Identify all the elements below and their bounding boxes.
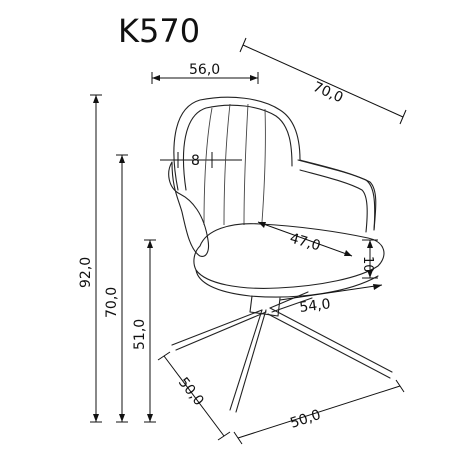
dimension-seat-depth: 47,0 [257, 221, 353, 257]
dimension-back-height-label: 70,0 [104, 287, 120, 318]
chair-illustration [168, 96, 393, 413]
dimension-seat-height-label: 51,0 [132, 319, 148, 350]
product-title: K570 [118, 12, 200, 50]
dimension-seat-thickness: 10 [360, 239, 378, 279]
dimension-width-top-label: 56,0 [189, 62, 220, 78]
dimension-seat-height: 51,0 [132, 239, 156, 423]
dimension-base-depth: 50,0 [157, 351, 231, 441]
dimension-base-width: 50,0 [233, 379, 405, 445]
dimension-base-width-label: 50,0 [288, 407, 323, 432]
dimension-total-height: 92,0 [78, 94, 102, 423]
dimension-seat-depth-label: 47,0 [288, 230, 322, 254]
dimension-armrest-gap-label: 8 [191, 153, 200, 169]
dimension-seat-thickness-label: 10 [360, 256, 375, 273]
dimension-width-top: 56,0 [151, 62, 259, 84]
dimension-seat-width-label: 54,0 [299, 296, 332, 316]
dimension-seat-width: 54,0 [279, 284, 383, 316]
dimension-back-height: 70,0 [104, 154, 128, 423]
dimension-depth-top-label: 70,0 [310, 79, 345, 106]
dimension-base-depth-label: 50,0 [175, 375, 207, 409]
dimension-total-height-label: 92,0 [78, 257, 94, 288]
